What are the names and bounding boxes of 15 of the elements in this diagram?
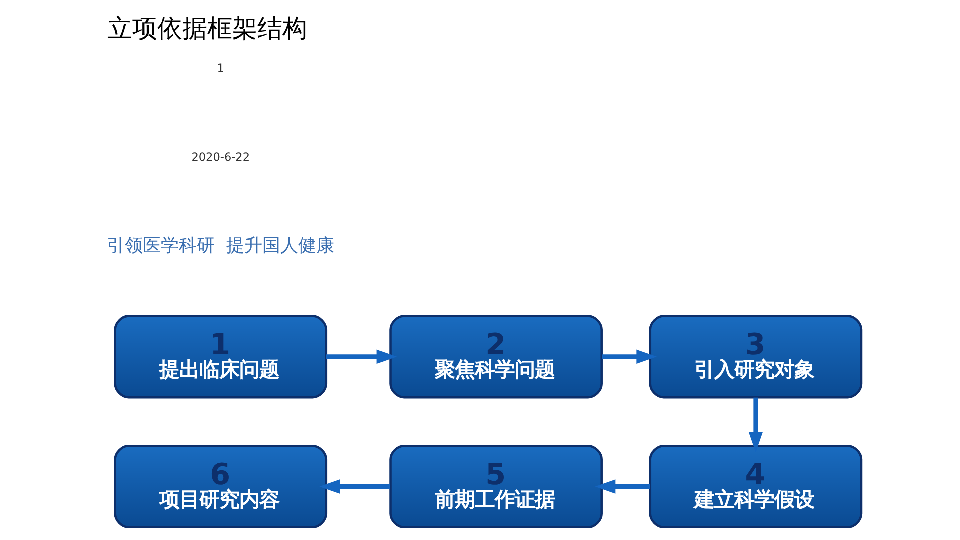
label: 引领医学科研 提升国人健康 (106, 236, 334, 257)
arrow (326, 350, 397, 364)
diagram-title: 立项依据框架结构 (106, 14, 307, 44)
node-box: 4 建立科学假设 (648, 444, 862, 528)
node-box: 1 提出临床问题 (114, 315, 328, 399)
node-box: 2 聚焦科学问题 (389, 315, 602, 399)
arrow (594, 480, 650, 494)
label: 2020-6-22 (191, 151, 250, 164)
node-box: 3 引入研究对象 (648, 315, 862, 399)
arrow (602, 350, 657, 364)
node-box: 5 前期工作证据 (389, 444, 602, 528)
arrow (748, 398, 763, 452)
node-box: 6 项目研究内容 (114, 444, 328, 528)
label: 1 (216, 62, 224, 75)
arrow (319, 480, 390, 494)
